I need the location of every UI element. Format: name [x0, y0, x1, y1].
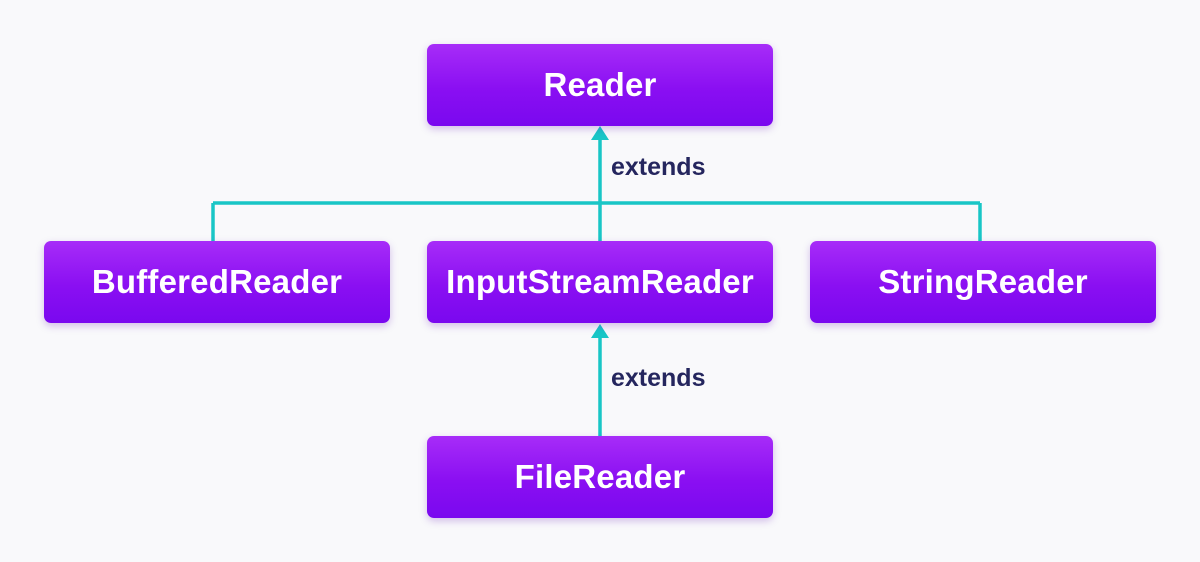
- arrowhead-to-input-stream-reader: [591, 324, 609, 338]
- node-input-stream-reader: InputStreamReader: [427, 241, 773, 323]
- node-reader: Reader: [427, 44, 773, 126]
- node-file-reader: FileReader: [427, 436, 773, 518]
- node-buffered-reader-label: BufferedReader: [91, 263, 343, 300]
- node-input-stream-reader-label: InputStreamReader: [446, 263, 754, 300]
- edge-label-extends-input-stream-reader: extends: [611, 364, 706, 392]
- node-buffered-reader: BufferedReader: [44, 241, 390, 323]
- node-string-reader: StringReader: [810, 241, 1156, 323]
- edge-label-extends-reader: extends: [611, 153, 706, 181]
- node-string-reader-label: StringReader: [878, 263, 1088, 300]
- arrowhead-to-reader: [591, 126, 609, 140]
- node-file-reader-label: FileReader: [514, 458, 686, 495]
- node-reader-label: Reader: [543, 66, 657, 103]
